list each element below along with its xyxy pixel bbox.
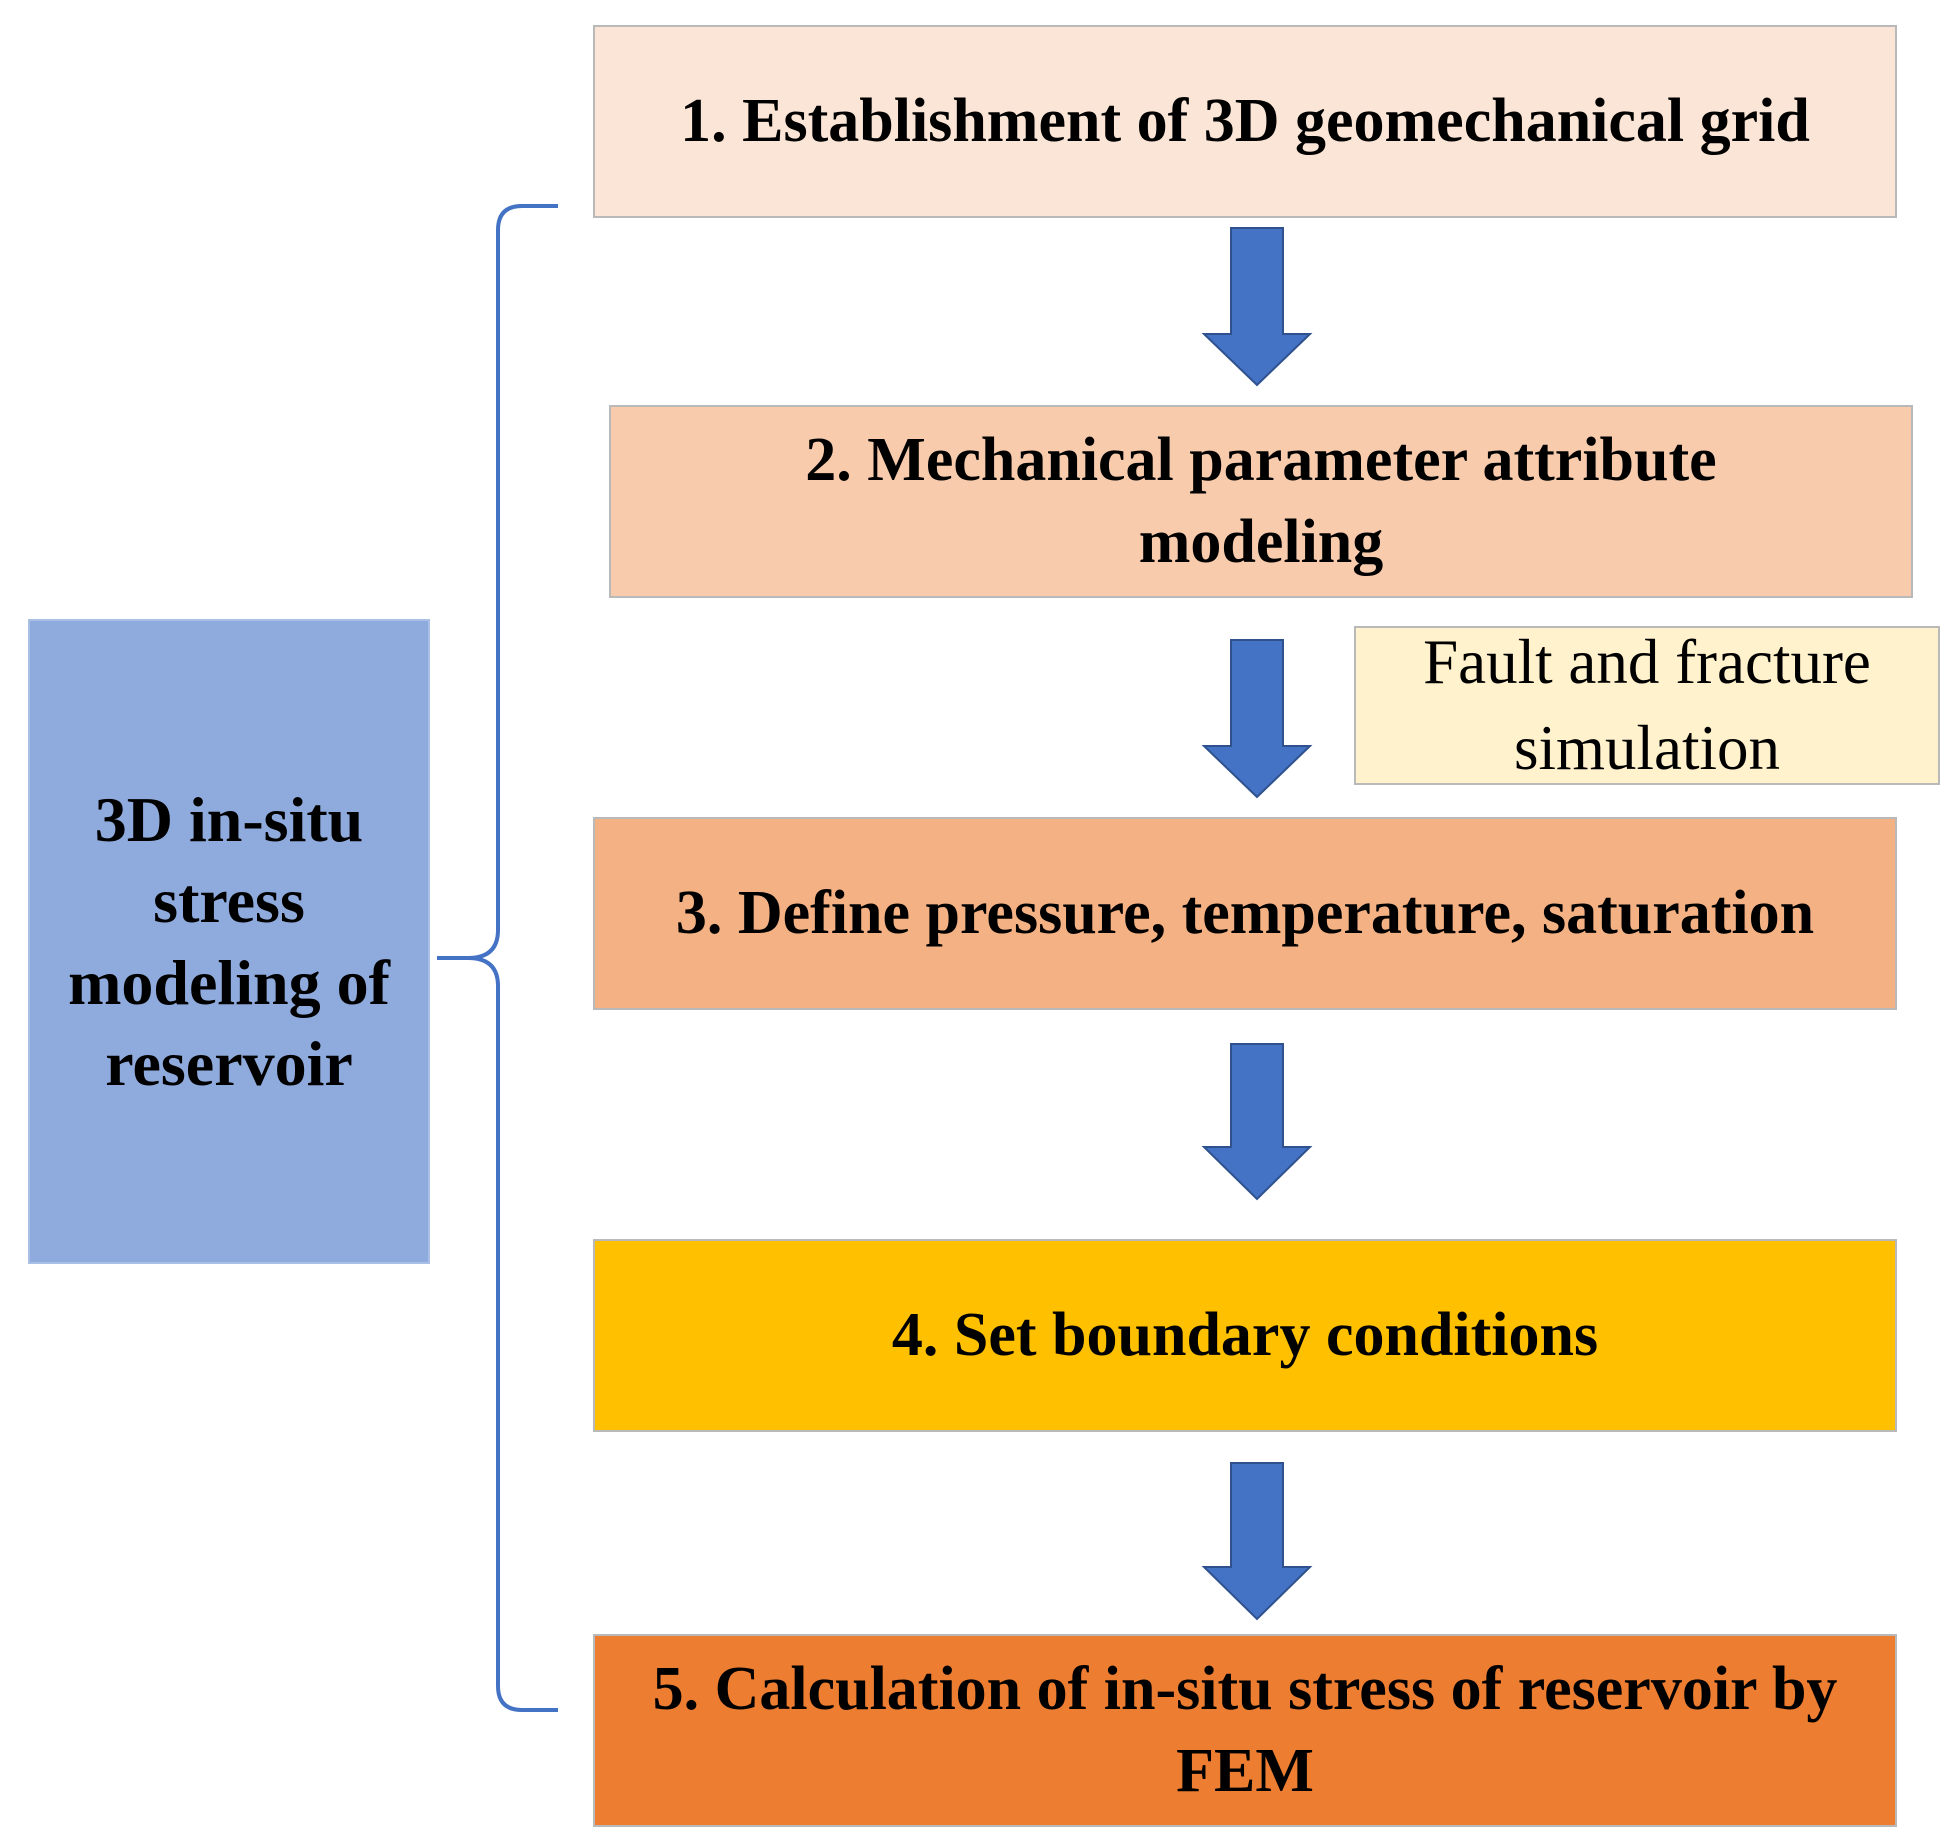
side-note-box: Fault and fracture simulation <box>1354 626 1940 785</box>
arrow-1-to-2 <box>1201 227 1313 387</box>
step-4-box: 4. Set boundary conditions <box>593 1239 1897 1432</box>
step-4-label: 4. Set boundary conditions <box>891 1300 1599 1369</box>
step-1-label: 1. Establishment of 3D geomechanical gri… <box>680 86 1810 155</box>
step-2-box: 2. Mechanical parameter attribute modeli… <box>609 405 1913 598</box>
curly-bracket <box>437 204 558 1712</box>
arrow-2-to-3 <box>1201 639 1313 799</box>
step-3-label: 3. Define pressure, temperature, saturat… <box>675 878 1815 947</box>
step-5-label: 5. Calculation of in-situ stress of rese… <box>652 1654 1838 1805</box>
arrow-3-to-4 <box>1201 1043 1313 1201</box>
main-process-box: 3D in-situ stress modeling of reservoir <box>28 619 430 1264</box>
step-2-label: 2. Mechanical parameter attribute modeli… <box>805 425 1717 576</box>
side-note-label: Fault and fracture simulation <box>1423 627 1871 783</box>
step-5-box: 5. Calculation of in-situ stress of rese… <box>593 1634 1897 1827</box>
step-1-box: 1. Establishment of 3D geomechanical gri… <box>593 25 1897 218</box>
arrow-4-to-5 <box>1201 1462 1313 1621</box>
main-process-label: 3D in-situ stress modeling of reservoir <box>68 783 390 1099</box>
step-3-box: 3. Define pressure, temperature, saturat… <box>593 817 1897 1010</box>
